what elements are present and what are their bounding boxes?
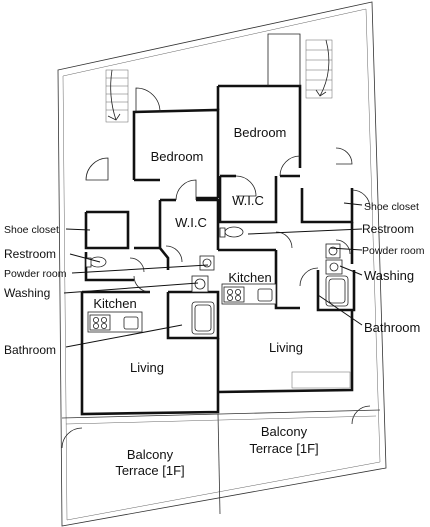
callout-right-powder-room: Powder room	[362, 245, 425, 257]
balcony-area	[61, 409, 381, 515]
callout-right-washing: Washing	[364, 268, 414, 283]
balcony-left-line1: Balcony	[127, 447, 174, 462]
callout-right-restroom: Restroom	[362, 222, 414, 236]
kitchen-left-label: Kitchen	[93, 296, 136, 311]
callout-left-restroom: Restroom	[4, 247, 56, 261]
callout-left-bathroom: Bathroom	[4, 343, 56, 357]
wic-left-label: W.I.C	[175, 215, 207, 230]
site-boundary	[57, 1, 387, 527]
kitchen-right-label: Kitchen	[228, 270, 271, 285]
balcony-right-line2: Terrace [1F]	[249, 441, 318, 456]
fixtures	[85, 226, 351, 389]
callout-left-powder-room: Powder room	[4, 268, 67, 280]
living-right-label: Living	[269, 340, 303, 355]
bedroom-right-label: Bedroom	[234, 125, 287, 140]
stairs-left	[105, 69, 129, 123]
callout-left-shoe-closet: Shoe closet	[4, 224, 59, 236]
callout-left-washing: Washing	[4, 286, 50, 300]
wic-right-label: W.I.C	[232, 193, 264, 208]
bedroom-left-label: Bedroom	[151, 149, 204, 164]
leader-lines	[63, 202, 363, 348]
balcony-left-line2: Terrace [1F]	[115, 463, 184, 478]
callout-right-shoe-closet: Shoe closet	[364, 201, 419, 213]
callout-right-bathroom: Bathroom	[364, 320, 420, 335]
living-left-label: Living	[130, 360, 164, 375]
doors	[61, 33, 371, 449]
stairs-right	[305, 39, 333, 99]
balcony-right-line1: Balcony	[261, 424, 308, 439]
